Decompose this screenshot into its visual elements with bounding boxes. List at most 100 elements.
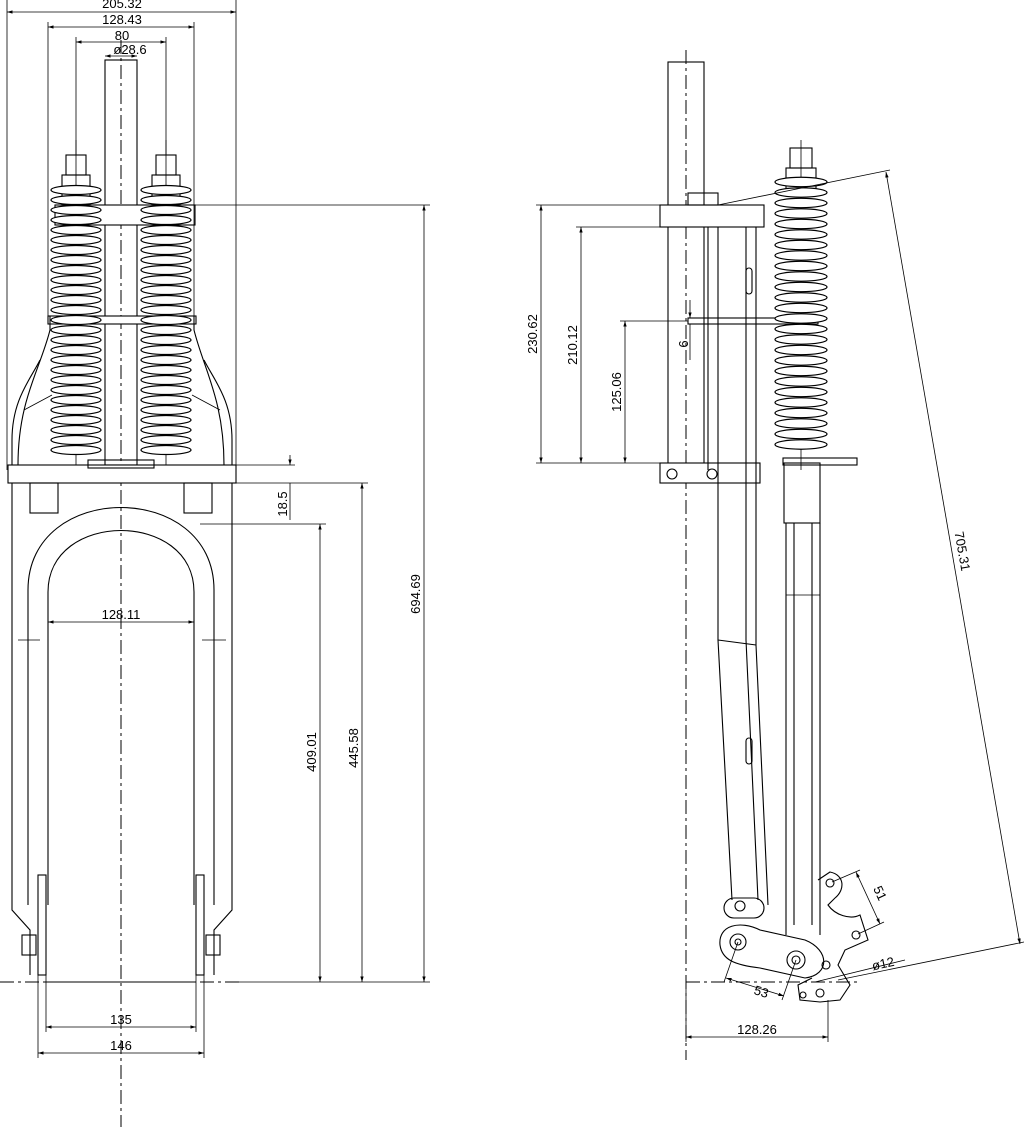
spring-coil <box>774 355 828 366</box>
side-dropout-hole <box>825 878 835 888</box>
spring-coil <box>140 294 192 306</box>
spring-coil <box>774 407 828 419</box>
spring-coil <box>774 260 828 272</box>
dim-arch-height: 409.01 <box>304 732 319 772</box>
spring-coil <box>50 354 102 366</box>
spring-coil <box>140 314 192 326</box>
spring-coil <box>774 187 828 198</box>
spring-coil <box>774 334 828 345</box>
side-cable-guide <box>745 267 753 295</box>
spring-coil <box>50 294 102 306</box>
legs-inner <box>27 600 215 905</box>
dim-overall-width: 205.32 <box>102 0 142 11</box>
dim-link-width: 51 <box>870 883 890 902</box>
side-axle <box>786 950 806 970</box>
spring-coil <box>50 404 102 416</box>
right-spring <box>140 140 192 470</box>
dim-arch-width: 128.11 <box>102 607 141 622</box>
spring-coil <box>774 376 828 387</box>
spring-coil <box>140 194 192 206</box>
spring-coil <box>50 204 102 216</box>
spring-coil <box>140 254 192 266</box>
ext-line <box>781 959 797 1001</box>
side-dropout-hole <box>815 988 825 998</box>
front-view: 205.32 128.43 80 ø28.6 694.69 445.58 409… <box>0 0 430 1127</box>
dim-mid-height: 125.06 <box>609 372 624 412</box>
spring-coil <box>50 274 102 286</box>
spring-coil <box>50 364 102 376</box>
spring-coil <box>50 214 102 226</box>
side-link-pivot <box>729 933 747 951</box>
spring-coil <box>774 418 828 429</box>
spring-coil <box>50 184 102 196</box>
dim-dropout-inner: 135 <box>110 1012 132 1027</box>
spring-coil <box>50 234 102 246</box>
spring-coil <box>140 434 192 446</box>
spring-coil <box>774 197 828 209</box>
dim-link-length: 53 <box>752 982 770 1001</box>
spring-coil <box>140 184 192 196</box>
right-axle-nut <box>205 934 221 956</box>
spring-coil <box>50 244 102 256</box>
outer-housing-right <box>203 359 233 465</box>
legs-outer <box>11 483 233 975</box>
dim-705 <box>885 171 1021 945</box>
spring-coil <box>50 434 102 446</box>
spring-coil <box>50 314 102 326</box>
side-bolt <box>706 468 718 480</box>
spring-coil <box>774 176 828 188</box>
dim-phi12-leader <box>814 959 906 983</box>
right-dropout <box>195 874 205 976</box>
dim-spring-spacing: 128.43 <box>102 12 142 27</box>
spring-coil <box>50 284 102 296</box>
spring-coil <box>50 384 102 396</box>
side-cable-guide <box>745 737 753 765</box>
dim-offset: 128.26 <box>737 1022 777 1037</box>
spring-coil <box>140 384 192 396</box>
spring-coil <box>50 264 102 276</box>
spring-coil <box>140 364 192 376</box>
side-upper-eye <box>723 897 765 919</box>
side-upper-bracket <box>659 204 765 228</box>
spring-coil <box>140 374 192 386</box>
spring-coil <box>50 374 102 386</box>
spring-coil <box>140 324 192 336</box>
dim-upper-length: 230.62 <box>525 314 540 354</box>
ext-line <box>837 941 1024 981</box>
dim-diagonal-length: 705.31 <box>952 530 974 572</box>
spring-coil <box>50 224 102 236</box>
spring-coil <box>140 224 192 236</box>
crown-right-block <box>183 482 213 514</box>
spring-coil <box>140 424 192 436</box>
spring-coil <box>774 208 828 219</box>
dim-crown-gap: 18.5 <box>275 491 290 516</box>
spring-coil <box>140 354 192 366</box>
dim-bracket-height: 210.12 <box>565 325 580 365</box>
spring-coil <box>774 439 828 450</box>
spring-coil <box>50 424 102 436</box>
side-view: 230.62 210.12 125.06 6 705.31 51 53 ø12 <box>525 50 1024 1060</box>
dim-51 <box>855 871 881 925</box>
spring-coil <box>50 394 102 406</box>
spring-coil <box>140 214 192 226</box>
spring-coil <box>50 254 102 266</box>
spring-coil <box>140 344 192 356</box>
spring-coil <box>774 292 828 303</box>
side-upper-pin <box>734 900 746 912</box>
housing-detail <box>23 394 221 411</box>
spring-coil <box>50 414 102 426</box>
spring-coil <box>50 194 102 206</box>
ext-line <box>831 869 861 883</box>
side-front-blade <box>707 227 769 906</box>
spring-coil <box>140 414 192 426</box>
spring-coil <box>774 365 828 377</box>
crown-race <box>87 459 155 469</box>
side-top-clamp <box>687 192 719 206</box>
left-dropout <box>37 874 47 976</box>
spring-coil <box>774 397 828 408</box>
spring-coil <box>140 264 192 276</box>
spring-coil <box>50 334 102 346</box>
spring-coil <box>774 229 828 240</box>
